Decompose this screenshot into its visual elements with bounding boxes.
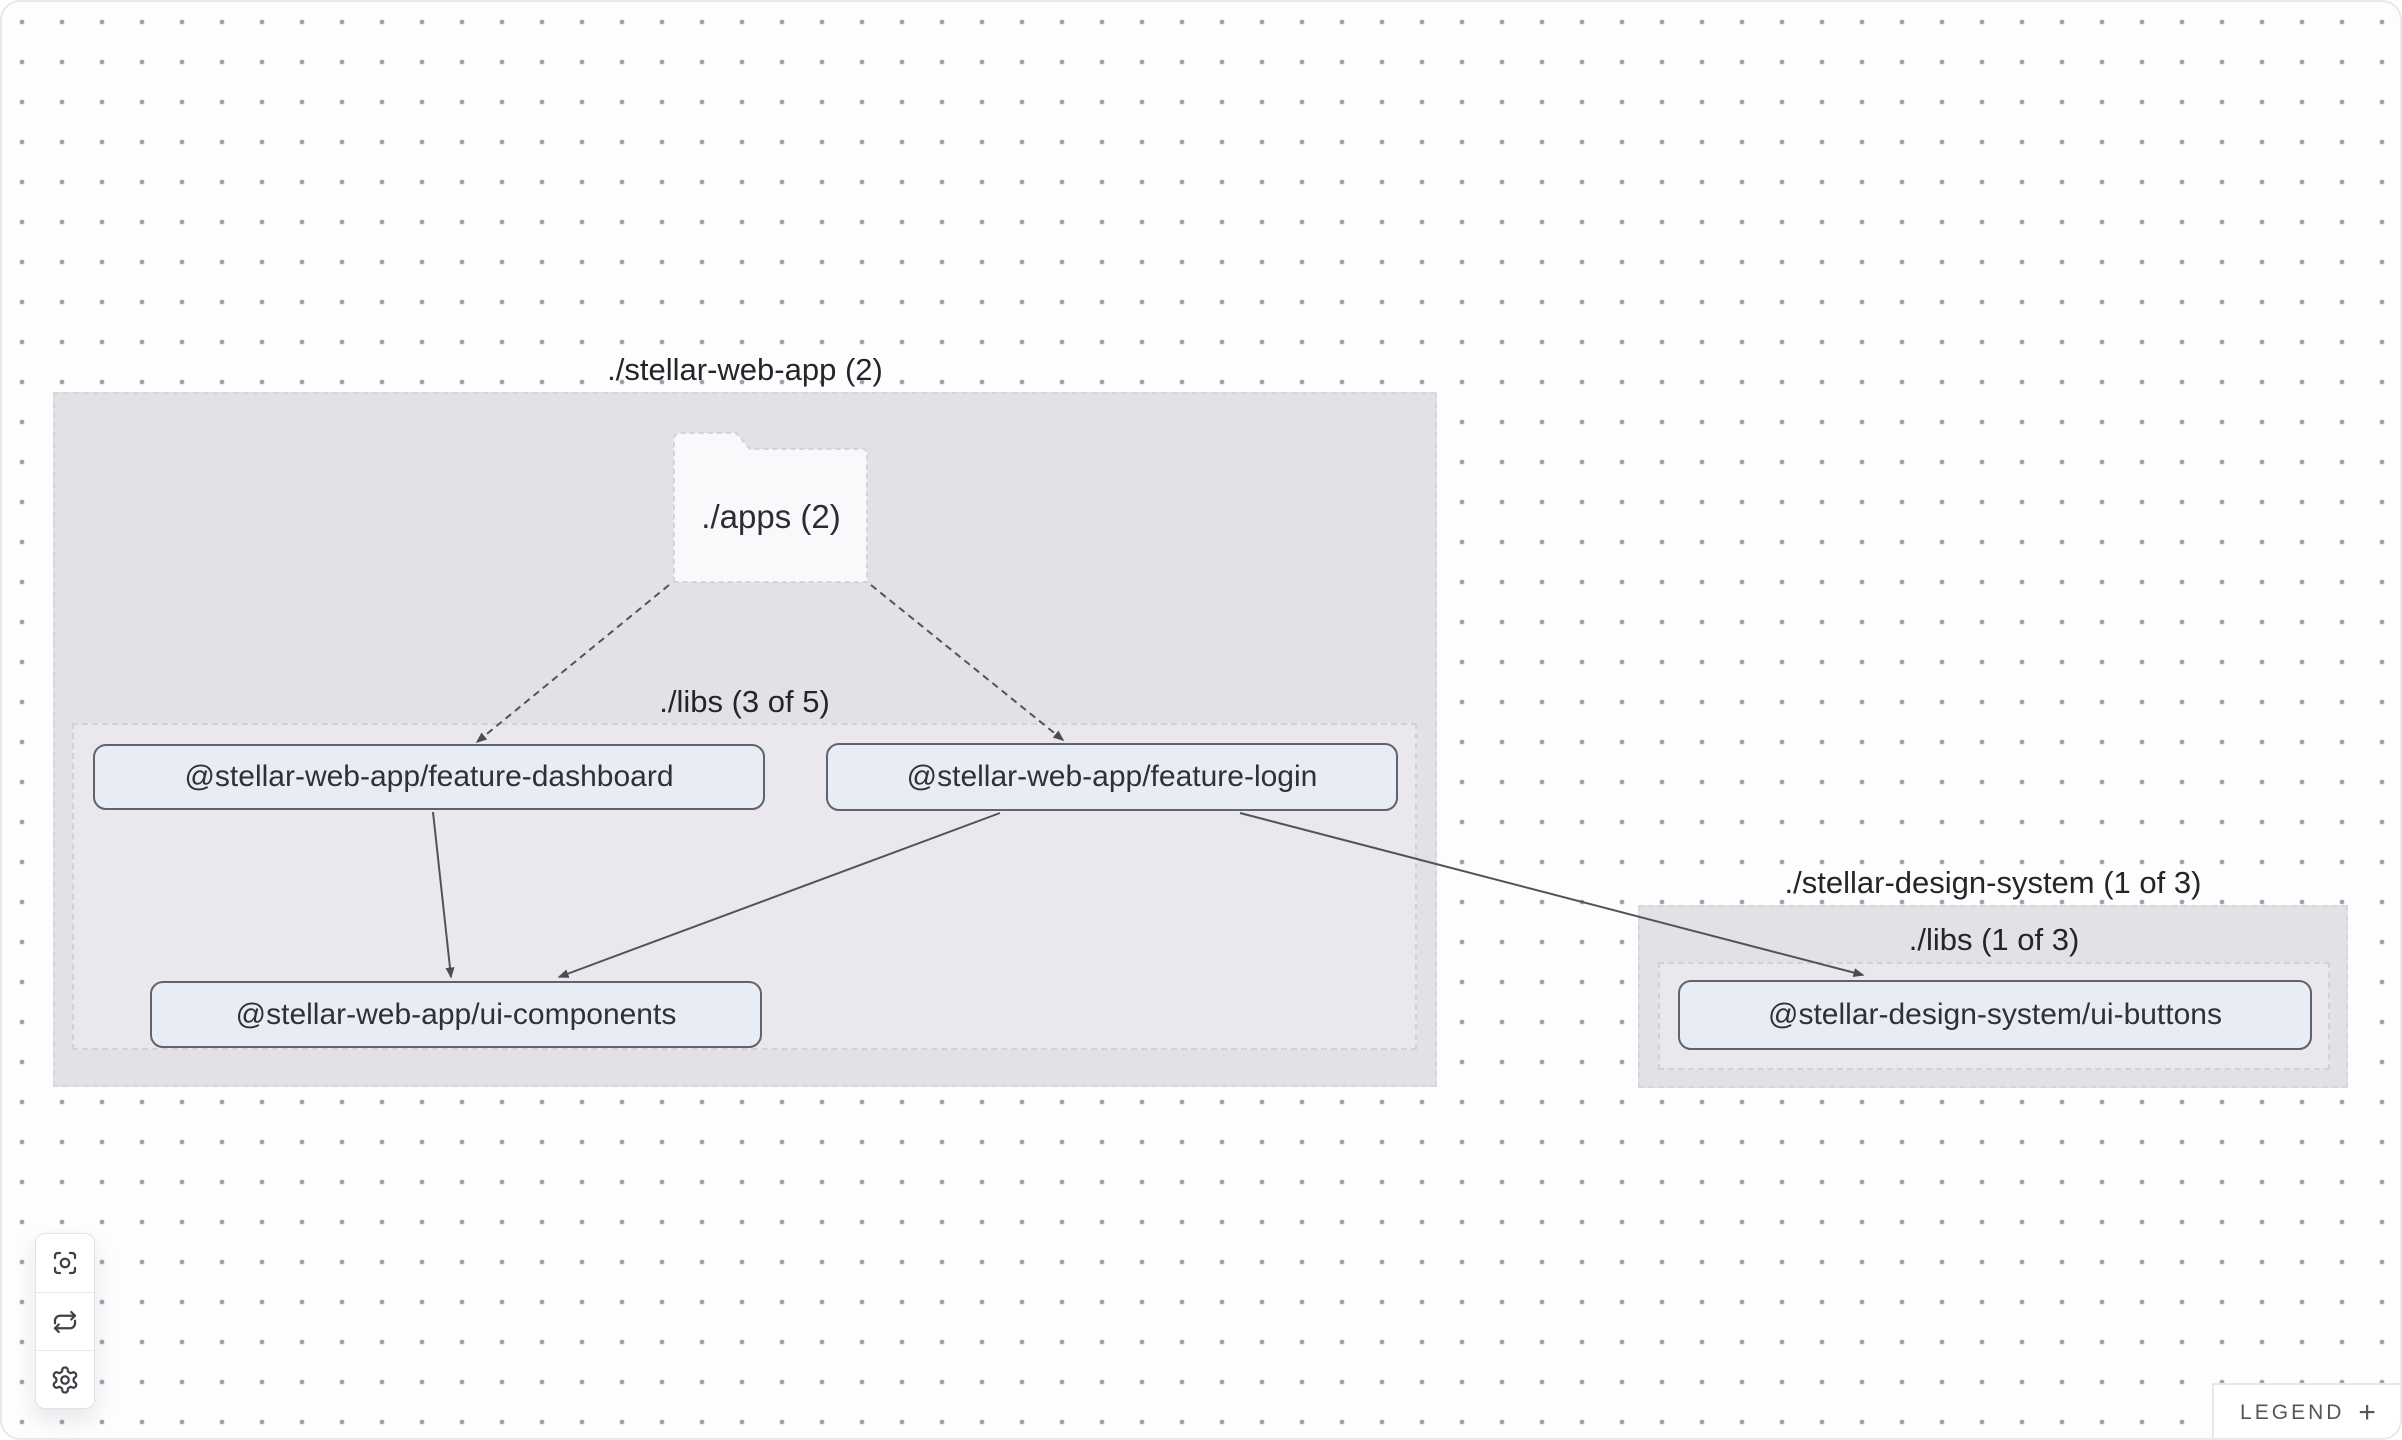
folder-node-apps[interactable]: ./apps (2) (668, 432, 874, 584)
group-label-stellar-web-app: ./stellar-web-app (2) (607, 352, 883, 387)
focus-button[interactable] (36, 1234, 94, 1292)
subgroup-label-libs-design-system: ./libs (1 of 3) (1908, 922, 2080, 957)
folder-icon (673, 432, 868, 583)
gear-icon (52, 1365, 78, 1394)
node-feature-login[interactable]: @stellar-web-app/feature-login (826, 743, 1398, 811)
group-label-stellar-design-system: ./stellar-design-system (1 of 3) (1784, 865, 2202, 900)
legend-label: LEGEND (2240, 1400, 2345, 1424)
focus-icon (53, 1251, 77, 1275)
subgroup-label-libs-web-app: ./libs (3 of 5) (659, 684, 830, 719)
node-feature-dashboard[interactable]: @stellar-web-app/feature-dashboard (93, 744, 765, 810)
refresh-icon (53, 1310, 77, 1333)
node-ui-buttons[interactable]: @stellar-design-system/ui-buttons (1678, 980, 2312, 1050)
plus-icon: + (2358, 1395, 2376, 1429)
graph-controls-toolbar (35, 1233, 95, 1409)
settings-button[interactable] (36, 1350, 94, 1408)
node-ui-components[interactable]: @stellar-web-app/ui-components (150, 981, 762, 1048)
legend-button[interactable]: LEGEND + (2212, 1383, 2402, 1440)
refresh-button[interactable] (36, 1292, 94, 1350)
folder-label-apps: ./apps (2) (701, 497, 841, 535)
